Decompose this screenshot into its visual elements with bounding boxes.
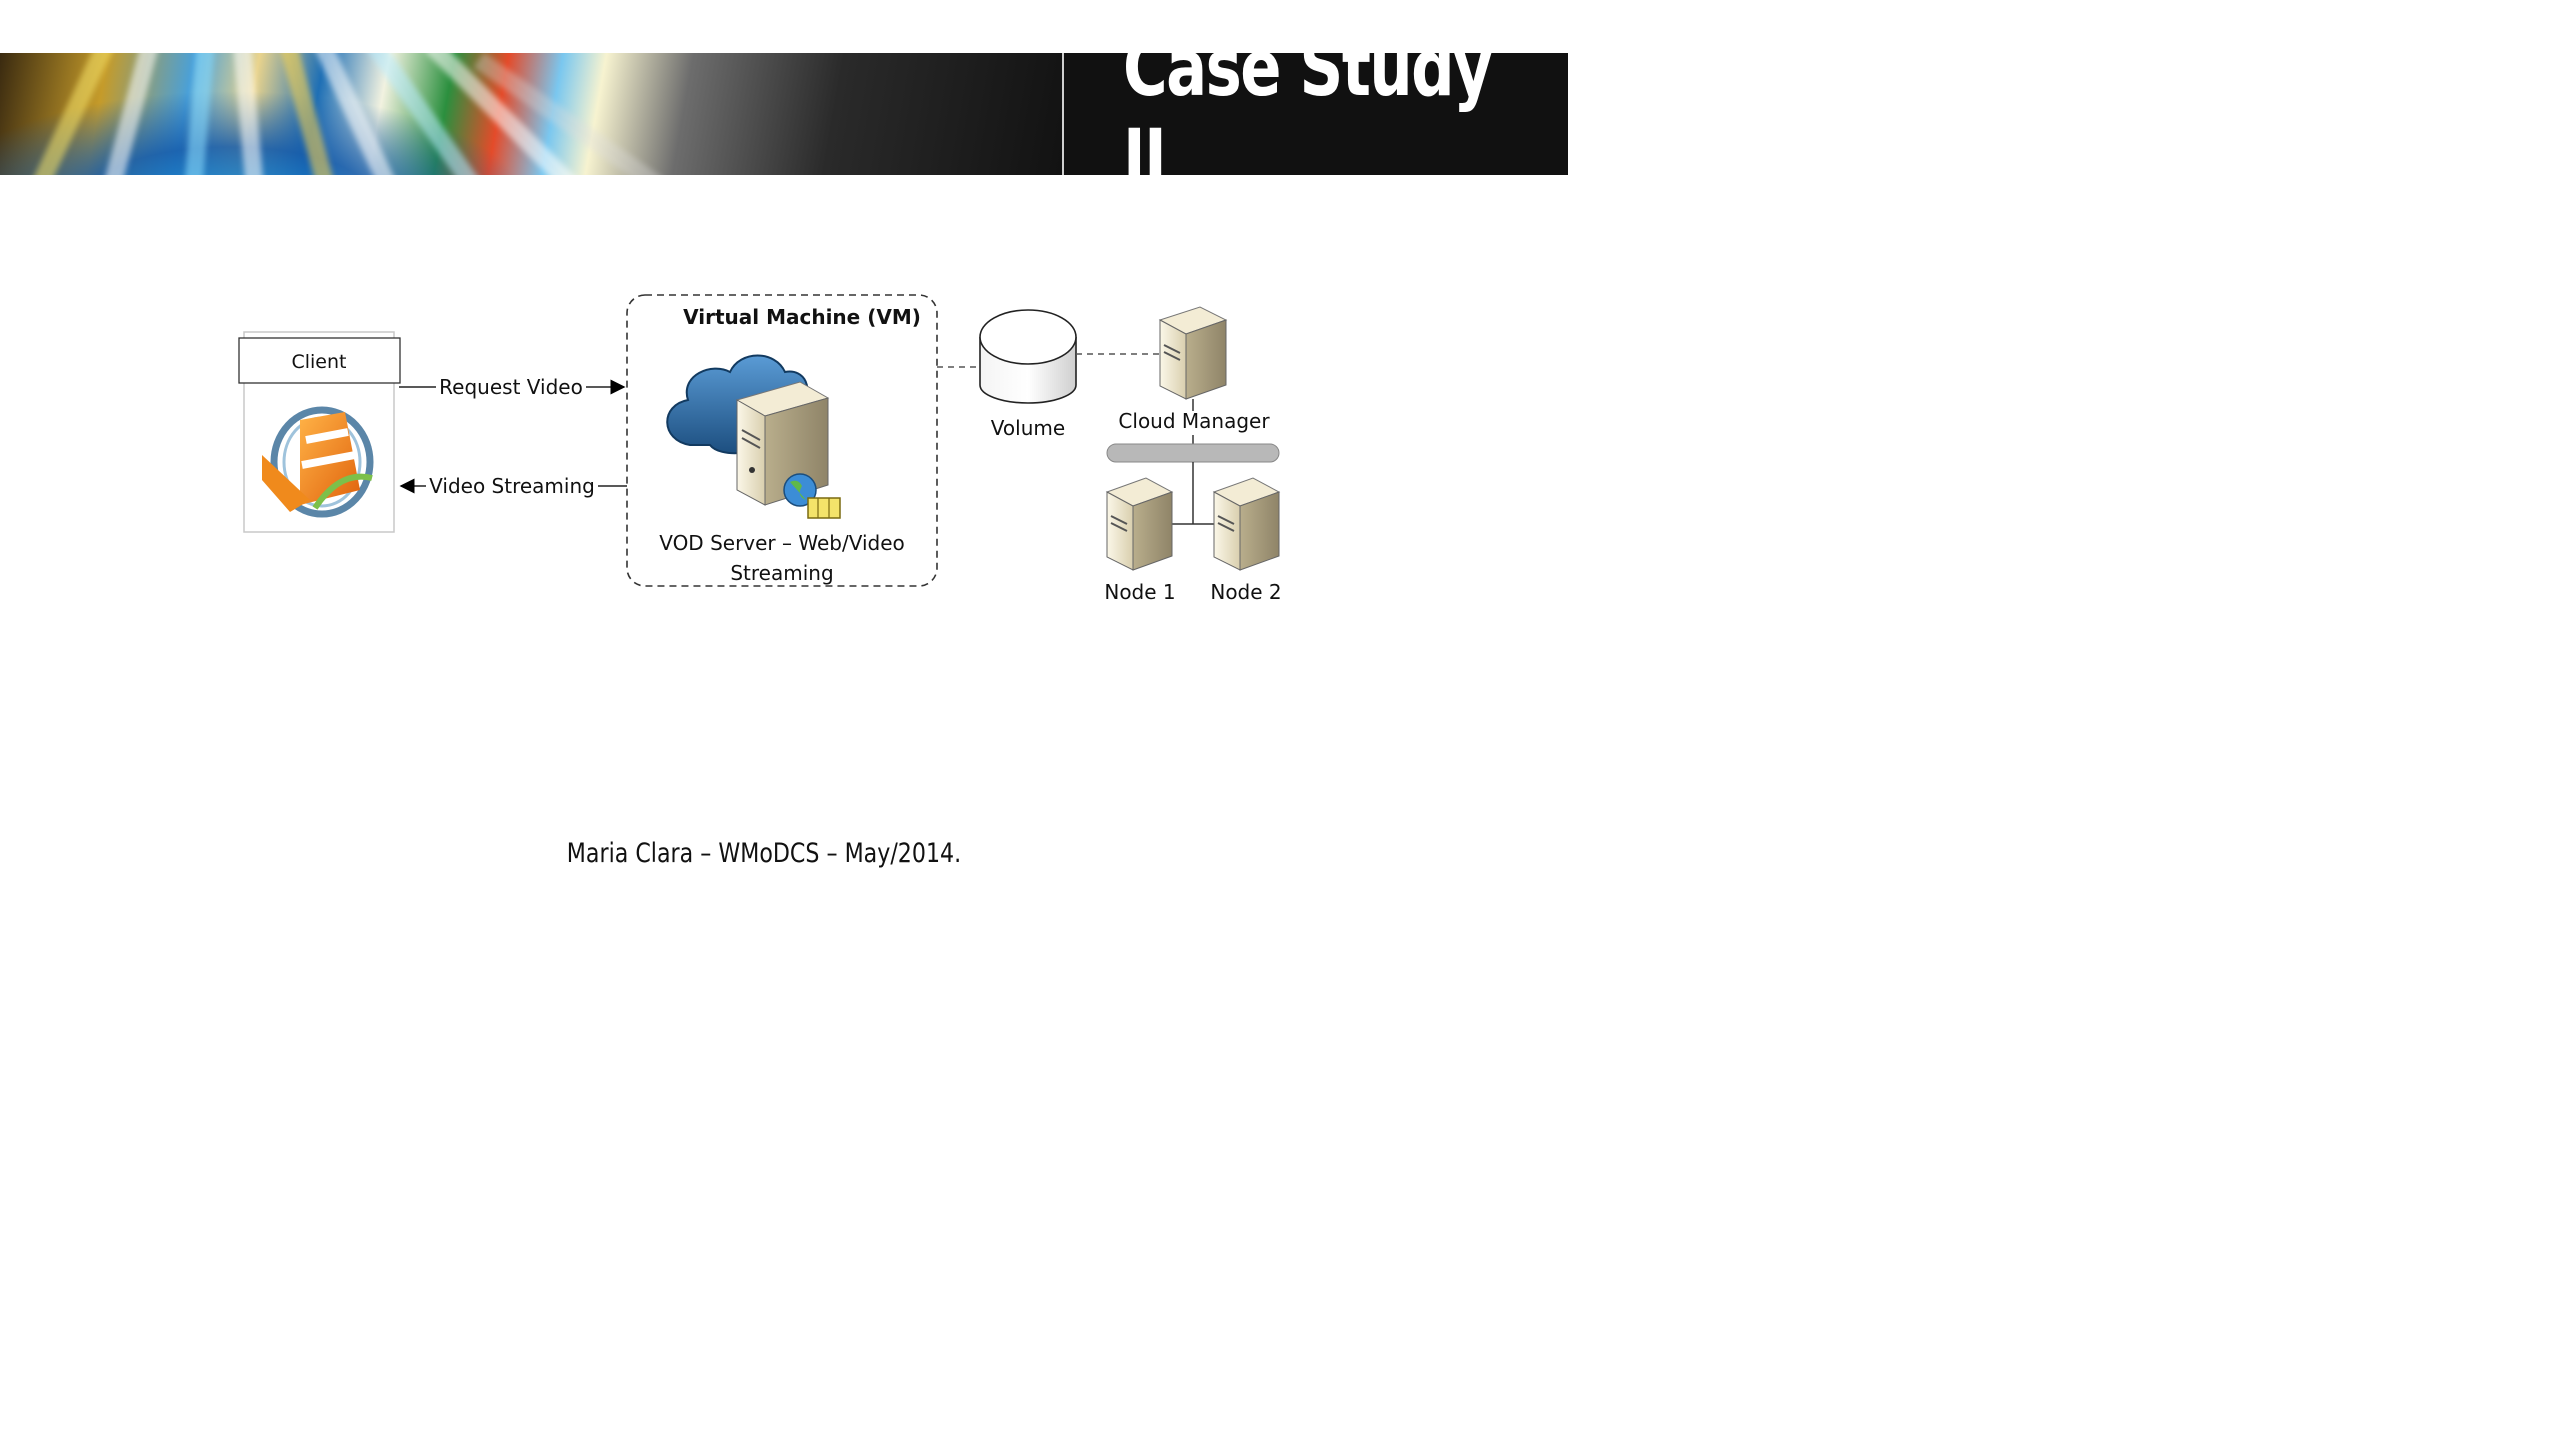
- vod-server-icon: [735, 381, 830, 506]
- vm-container: Virtual Machine (VM) VOD Server – Web/Vi…: [626, 294, 938, 587]
- vod-server-label-line1: VOD Server – Web/Video: [659, 531, 905, 555]
- node2-server-icon: [1212, 477, 1281, 571]
- client-label: Client: [291, 351, 346, 373]
- volume-icon: [979, 309, 1077, 404]
- node1-label: Node 1: [1104, 580, 1175, 604]
- client-node: Client: [238, 331, 401, 533]
- cloud-manager-label: Cloud Manager: [1118, 409, 1270, 433]
- cloud-manager-server-icon: [1158, 306, 1228, 400]
- network-bus: [1106, 443, 1280, 463]
- request-video-label: Request Video: [439, 375, 583, 399]
- volume-label: Volume: [991, 416, 1065, 440]
- video-streaming-label: Video Streaming: [429, 474, 595, 498]
- film-icon: [807, 497, 841, 519]
- slide-title: Case Study II: [1123, 53, 1493, 175]
- node2-label: Node 2: [1210, 580, 1281, 604]
- header-banner: Case Study II: [0, 53, 1568, 175]
- banner-divider: [1062, 53, 1064, 175]
- banner-artwork: [0, 53, 1062, 175]
- vm-title: Virtual Machine (VM): [683, 305, 921, 329]
- vod-server-label-line2: Streaming: [730, 561, 833, 585]
- footer-credit: Maria Clara – WMoDCS – May/2014.: [566, 838, 962, 869]
- vlc-player-icon: [262, 406, 374, 518]
- architecture-diagram: Client Request Video Video Streaming Vir…: [238, 294, 1282, 604]
- node1-server-icon: [1105, 477, 1174, 571]
